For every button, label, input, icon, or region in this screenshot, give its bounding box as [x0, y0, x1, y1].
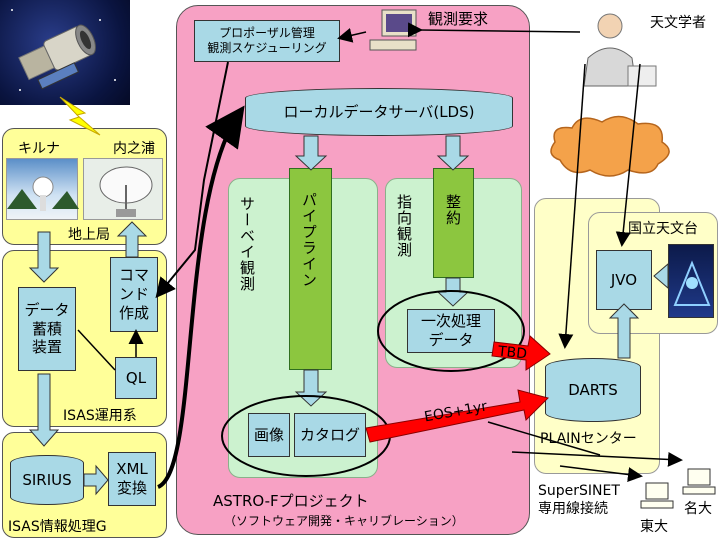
ground-station-label: 地上局	[68, 227, 110, 243]
pipeline-bar	[289, 168, 332, 370]
meidai-computer-icon	[682, 468, 716, 495]
xml-box: XML 変換	[108, 452, 156, 506]
lightning-icon	[59, 96, 101, 136]
pipeline-label: パイプライン	[300, 192, 318, 288]
command-box: コマ ンド 作成	[110, 257, 158, 332]
first-process-box: 一次処理 データ	[407, 309, 495, 353]
observation-request-label: 観測要求	[428, 10, 489, 28]
satellite-icon	[11, 9, 116, 91]
uchinoura-antenna-image	[83, 158, 163, 220]
naoj-label: 国立天文台	[628, 221, 698, 237]
todai-label: 東大	[640, 519, 668, 535]
meidai-label: 名大	[684, 501, 712, 517]
plain-center-label: PLAINセンター	[540, 431, 637, 447]
satellite-image	[0, 0, 130, 105]
seiyaku-bar	[433, 168, 474, 278]
todai-computer-icon	[640, 482, 674, 509]
astronomer-label: 天文学者	[650, 15, 706, 31]
image-box: 画像	[248, 413, 290, 457]
computer-icon	[369, 9, 417, 51]
pointing-label: 指向観測	[395, 194, 413, 258]
jvo-box: JVO	[596, 250, 652, 310]
sirius-box: SIRIUS	[10, 455, 84, 505]
seiyaku-label: 整約	[444, 194, 462, 226]
subaru-telescope-image	[668, 244, 714, 318]
isas-ops-label: ISAS運用系	[63, 408, 137, 424]
proposal-box: プロポーザル管理 観測スケジューリング	[194, 20, 340, 62]
project-subtitle: （ソフトウェア開発・キャリブレーション）	[224, 514, 464, 528]
supersinet-label: SuperSINET 専用線接続	[538, 483, 620, 517]
lds-box: ローカルデータサーバ(LDS)	[245, 88, 513, 136]
catalog-box: カタログ	[294, 413, 366, 457]
uchinoura-label: 内之浦	[113, 141, 155, 157]
data-storage-box: データ 蓄積 装置	[18, 287, 76, 371]
tbd-label: TBD	[497, 343, 528, 363]
darts-box: DARTS	[545, 358, 641, 422]
survey-label: サーベイ観測	[238, 196, 256, 292]
kiruna-label: キルナ	[18, 141, 60, 157]
cloud-icon	[550, 115, 670, 177]
astronomer-icon	[583, 13, 657, 87]
isas-info-label: ISAS情報処理G	[8, 519, 107, 535]
ql-box: QL	[115, 357, 157, 399]
project-title: ASTRO-Fプロジェクト	[213, 492, 369, 510]
kiruna-antenna-image	[6, 158, 79, 220]
